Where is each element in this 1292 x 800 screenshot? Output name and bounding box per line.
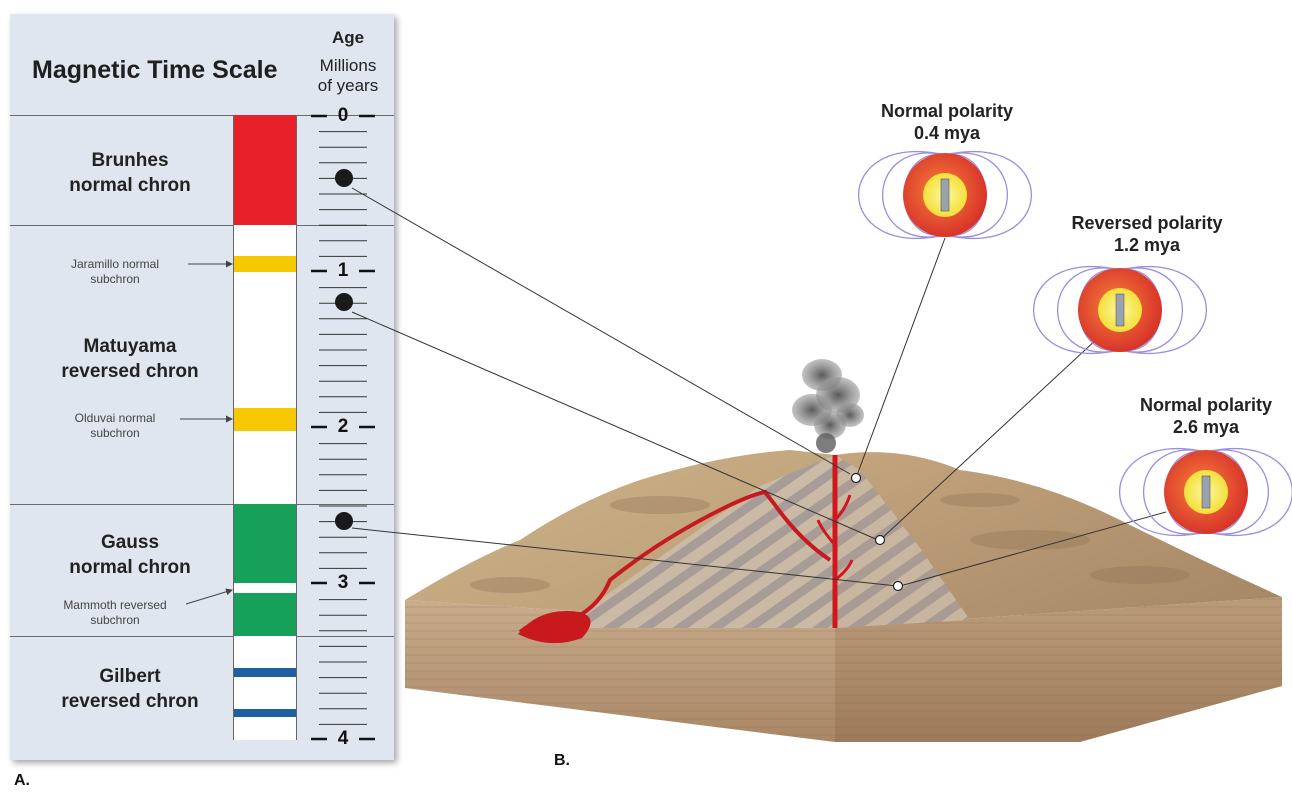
earth-globe-normal-0.4	[857, 150, 1033, 240]
gilbert-normal-band	[234, 668, 296, 677]
olduvai-bar	[234, 408, 296, 431]
sample-point-26	[892, 580, 904, 592]
age-tick-4: 4	[337, 728, 349, 749]
chron-divider	[10, 225, 394, 226]
chron-divider	[10, 115, 394, 116]
panel-title: Magnetic Time Scale	[32, 56, 278, 84]
connector-lines	[351, 187, 1167, 587]
sample-point-12	[874, 534, 886, 546]
chron-divider	[10, 504, 394, 505]
gauss-bar-lower	[234, 593, 296, 636]
age-ruler	[311, 114, 375, 741]
earth-globe-normal-2.6	[1118, 447, 1292, 537]
gauss-bar-upper	[234, 504, 296, 583]
age-header: Age	[331, 28, 365, 47]
brunhes-bar	[234, 115, 296, 225]
age-marker-dot	[335, 169, 353, 187]
sample-point-04	[850, 472, 862, 484]
earth-globe-reversed-1.2	[1032, 265, 1208, 355]
age-tick-1: 1	[337, 260, 349, 281]
volcano-block-diagram	[405, 359, 1282, 742]
gilbert-normal-band	[234, 709, 296, 717]
chron-divider	[10, 636, 394, 637]
eruption-plume	[792, 359, 864, 453]
age-unit-line2: of years	[317, 76, 379, 95]
jaramillo-bar	[234, 256, 296, 272]
mammoth-pointer	[185, 588, 233, 605]
age-tick-3: 3	[337, 572, 349, 593]
magma-chamber	[518, 610, 591, 644]
age-tick-2: 2	[337, 416, 349, 437]
age-marker-dot	[335, 293, 353, 311]
panel-b-tag: B.	[554, 752, 570, 769]
magnetic-time-scale-panel: Magnetic Time Scale Age Millions of year…	[10, 14, 394, 760]
age-tick-0: 0	[337, 105, 349, 126]
age-unit-line1: Millions	[319, 56, 377, 75]
panel-a-tag: A.	[14, 772, 30, 789]
age-marker-dot	[335, 512, 353, 530]
